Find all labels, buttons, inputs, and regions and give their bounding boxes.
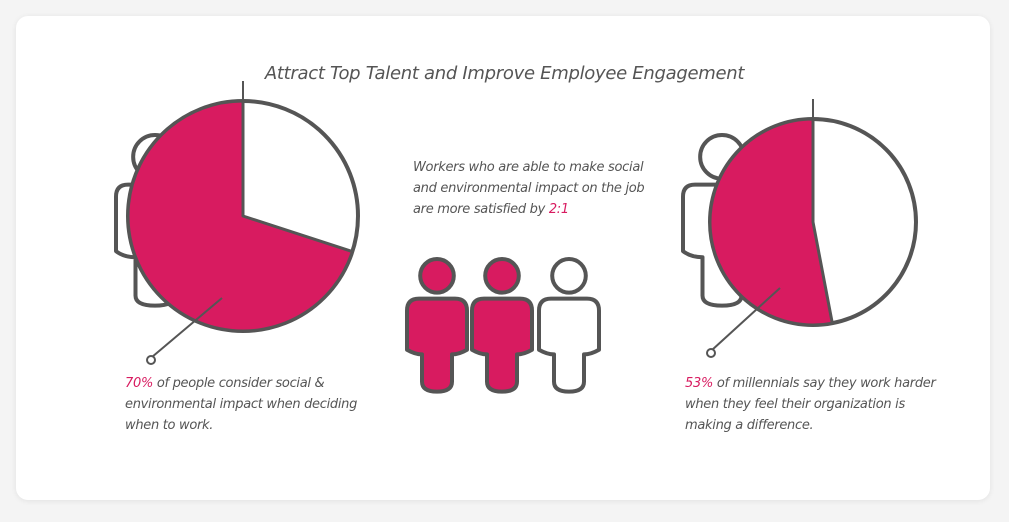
center-caption-line2: and environmental impact on the job bbox=[413, 181, 645, 196]
left-caption-line2: environmental impact when deciding bbox=[125, 397, 358, 412]
center-caption: Workers who are able to make social and … bbox=[413, 157, 645, 220]
left-pointer-line bbox=[151, 297, 223, 358]
center-ratio: 2:1 bbox=[548, 202, 569, 217]
right-pointer-dot bbox=[706, 348, 716, 358]
center-person-1-head bbox=[418, 257, 456, 295]
center-caption-line1: Workers who are able to make social bbox=[413, 160, 644, 175]
left-caption-line1: of people consider social & bbox=[153, 376, 325, 391]
right-caption: 53% of millennials say they work harder … bbox=[685, 373, 936, 436]
left-percent: 70% bbox=[125, 376, 153, 391]
right-caption-line3: making a difference. bbox=[685, 418, 814, 433]
center-stat-graphic bbox=[405, 257, 601, 394]
right-percent: 53% bbox=[685, 376, 713, 391]
center-person-2-body bbox=[470, 296, 534, 394]
right-caption-line1: of millennials say they work harder bbox=[713, 376, 936, 391]
left-caption-line3: when to work. bbox=[125, 418, 214, 433]
right-pointer-line bbox=[711, 287, 781, 351]
left-pointer-dot bbox=[146, 355, 156, 365]
center-person-3-head bbox=[550, 257, 588, 295]
center-person-3-body bbox=[537, 296, 601, 394]
right-stat-graphic bbox=[681, 99, 918, 358]
left-caption: 70% of people consider social & environm… bbox=[125, 373, 357, 436]
center-person-2-head bbox=[483, 257, 521, 295]
left-pie-filled-slice bbox=[126, 99, 354, 333]
infographic-title: Attract Top Talent and Improve Employee … bbox=[264, 63, 745, 84]
left-stat-graphic bbox=[114, 81, 360, 365]
center-person-1-body bbox=[405, 296, 469, 394]
center-caption-line3: are more satisfied by bbox=[413, 202, 549, 217]
right-caption-line2: when they feel their organization is bbox=[685, 397, 905, 412]
right-pie-filled-slice bbox=[708, 117, 834, 327]
